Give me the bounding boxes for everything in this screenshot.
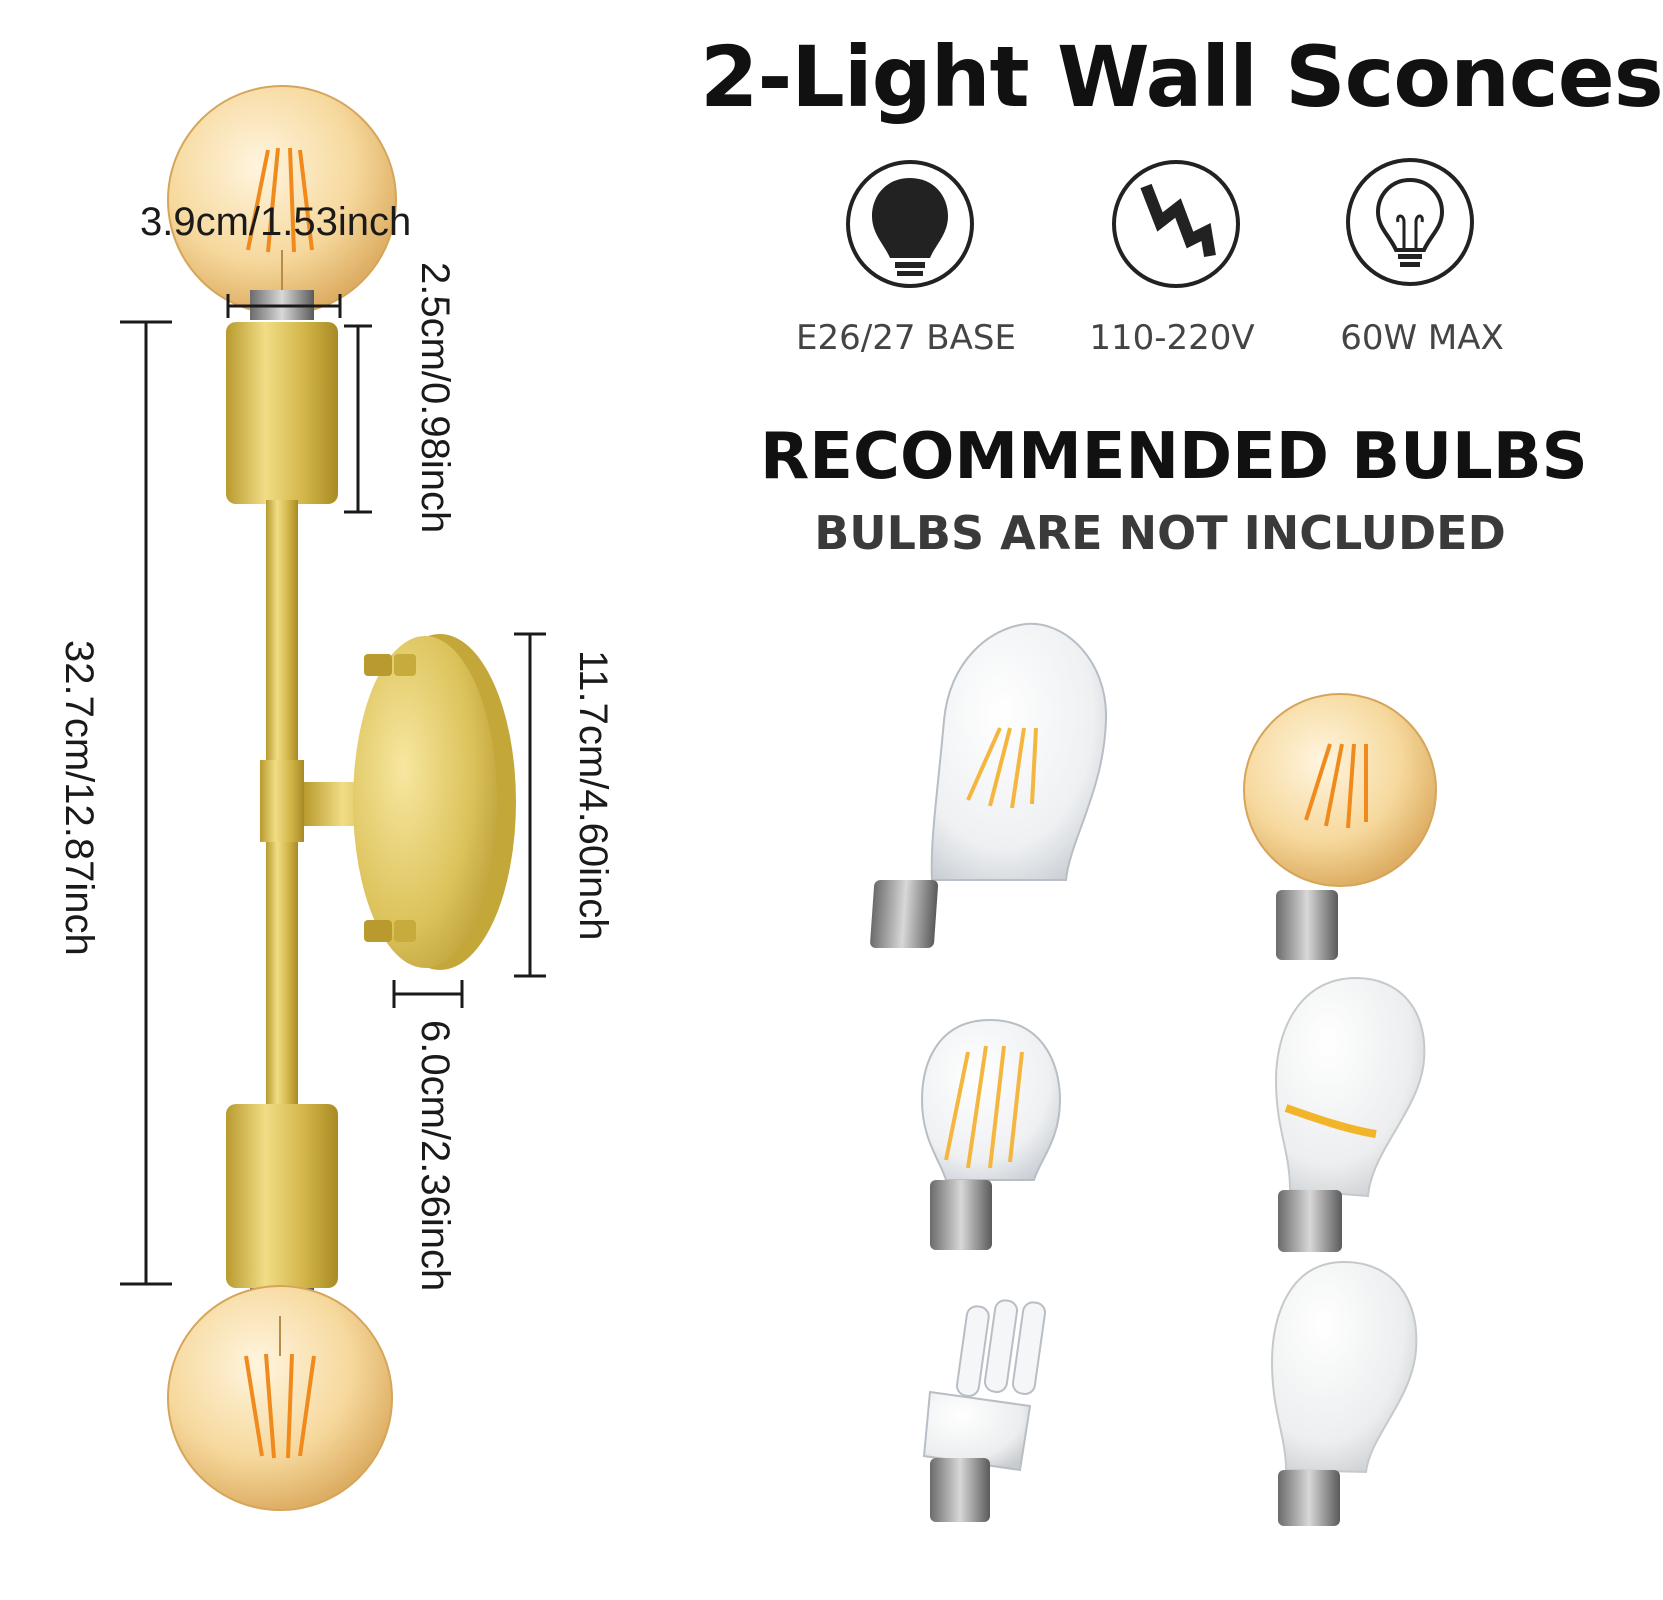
sconce-illustration (120, 85, 1474, 1526)
lightning-bolt-icon (1112, 160, 1240, 288)
dimension-bulb-width: 3.9cm/1.53inch (140, 200, 412, 244)
spec-label-voltage: 110-220V (1089, 318, 1255, 358)
bulb-clear-a19 (920, 1018, 1062, 1250)
bulb-solid-icon (846, 160, 974, 288)
backplate (353, 634, 516, 970)
dimension-total-height: 32.7cm/12.87inch (57, 640, 101, 956)
spec-label-base: E26/27 BASE (796, 318, 1016, 358)
dimension-socket-height: 2.5cm/0.98inch (413, 262, 457, 534)
bottom-bulb (167, 1285, 393, 1511)
top-bulb (167, 85, 397, 320)
top-socket (226, 322, 338, 504)
dimension-lines (120, 294, 546, 1286)
bulbs-not-included-note: BULBS ARE NOT INCLUDED (814, 506, 1506, 560)
rod-connector (260, 760, 304, 842)
bulb-globe-g80 (1243, 693, 1437, 960)
spec-label-wattage: 60W MAX (1340, 318, 1504, 358)
page-title: 2-Light Wall Sconces (700, 28, 1663, 126)
bulb-edison-st64 (870, 622, 1108, 948)
bottom-socket (226, 1104, 338, 1288)
recommended-bulbs-title: RECOMMENDED BULBS (760, 420, 1588, 494)
bulb-outline-icon (1346, 158, 1474, 286)
dimension-backplate-height: 11.7cm/4.60inch (571, 650, 615, 941)
bulb-white-led-a21 (1270, 1260, 1418, 1526)
dimension-projection: 6.0cm/2.36inch (413, 1020, 457, 1292)
bulb-white-led-a19 (1274, 976, 1426, 1252)
bulb-cfl (922, 1299, 1046, 1522)
